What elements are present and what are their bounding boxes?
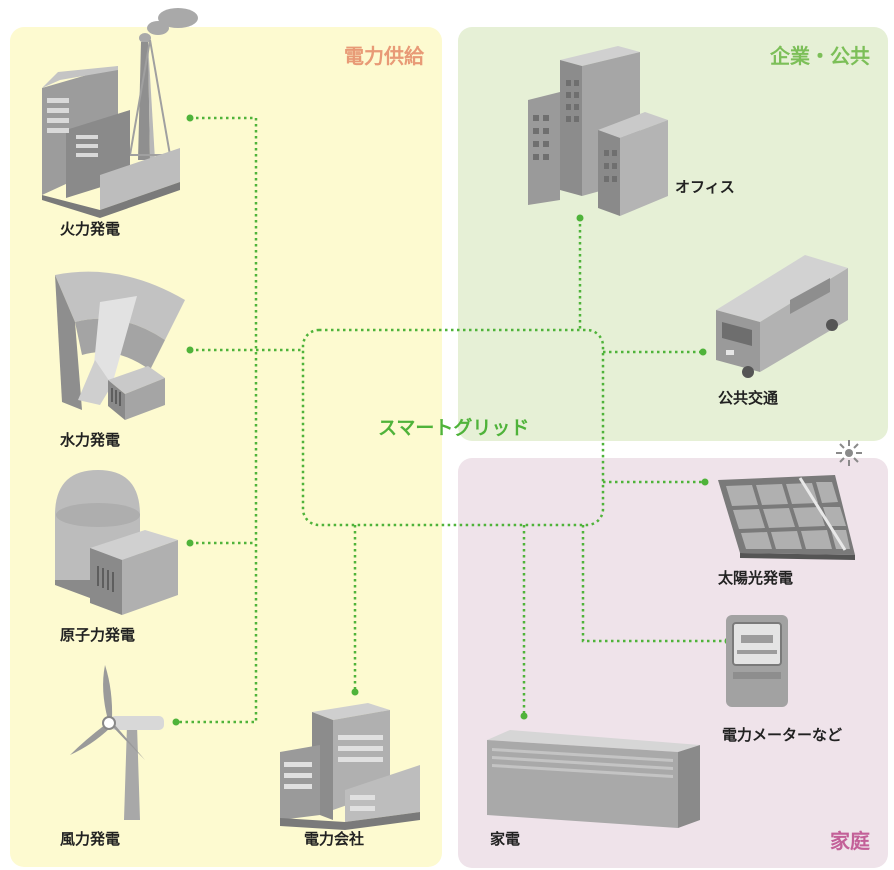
dot-hydro	[186, 346, 194, 354]
label-thermal-power: 火力発電	[60, 220, 121, 238]
thermal-plant-icon	[42, 8, 198, 218]
electric-meter-icon	[726, 615, 788, 707]
nuclear-plant-icon	[55, 470, 178, 615]
label-solar-power: 太陽光発電	[718, 569, 794, 587]
public-transit-bus-icon	[716, 255, 848, 378]
dot-office	[576, 214, 584, 222]
smart-grid-label: スマートグリッド	[378, 417, 530, 439]
dot-nuclear	[186, 539, 194, 547]
label-appliances: 家電	[490, 830, 521, 848]
meter-link	[581, 525, 728, 643]
label-public-transit: 公共交通	[718, 389, 779, 407]
label-electric-meter: 電力メーターなど	[722, 726, 843, 744]
sun-icon	[836, 440, 862, 466]
label-office: オフィス	[675, 178, 735, 196]
hydro-dam-icon	[55, 271, 185, 420]
label-wind-power: 風力発電	[60, 830, 121, 848]
power-company-icon	[280, 703, 420, 830]
region-title-business-public: 企業・公共	[770, 44, 870, 68]
region-title-home: 家庭	[830, 829, 870, 853]
home-appliance-icon	[487, 730, 700, 828]
solar-panel-icon	[718, 440, 862, 560]
dot-transit	[699, 348, 707, 356]
label-hydro-power: 水力発電	[60, 431, 121, 449]
dot-appliances	[520, 712, 528, 720]
label-nuclear-power: 原子力発電	[60, 626, 136, 644]
connection-lines	[176, 116, 728, 724]
wind-turbine-icon	[70, 665, 164, 820]
dot-wind	[172, 718, 180, 726]
region-business-public: 企業・公共	[458, 27, 888, 441]
dot-solar	[701, 478, 709, 486]
region-title-power-supply: 電力供給	[344, 44, 424, 68]
supply-bus-line	[176, 116, 258, 724]
label-power-company: 電力会社	[304, 830, 365, 848]
dot-power-company	[351, 688, 359, 696]
dot-thermal	[186, 114, 194, 122]
office-building-icon	[528, 46, 668, 216]
smart-grid-hub-outline	[301, 328, 605, 527]
